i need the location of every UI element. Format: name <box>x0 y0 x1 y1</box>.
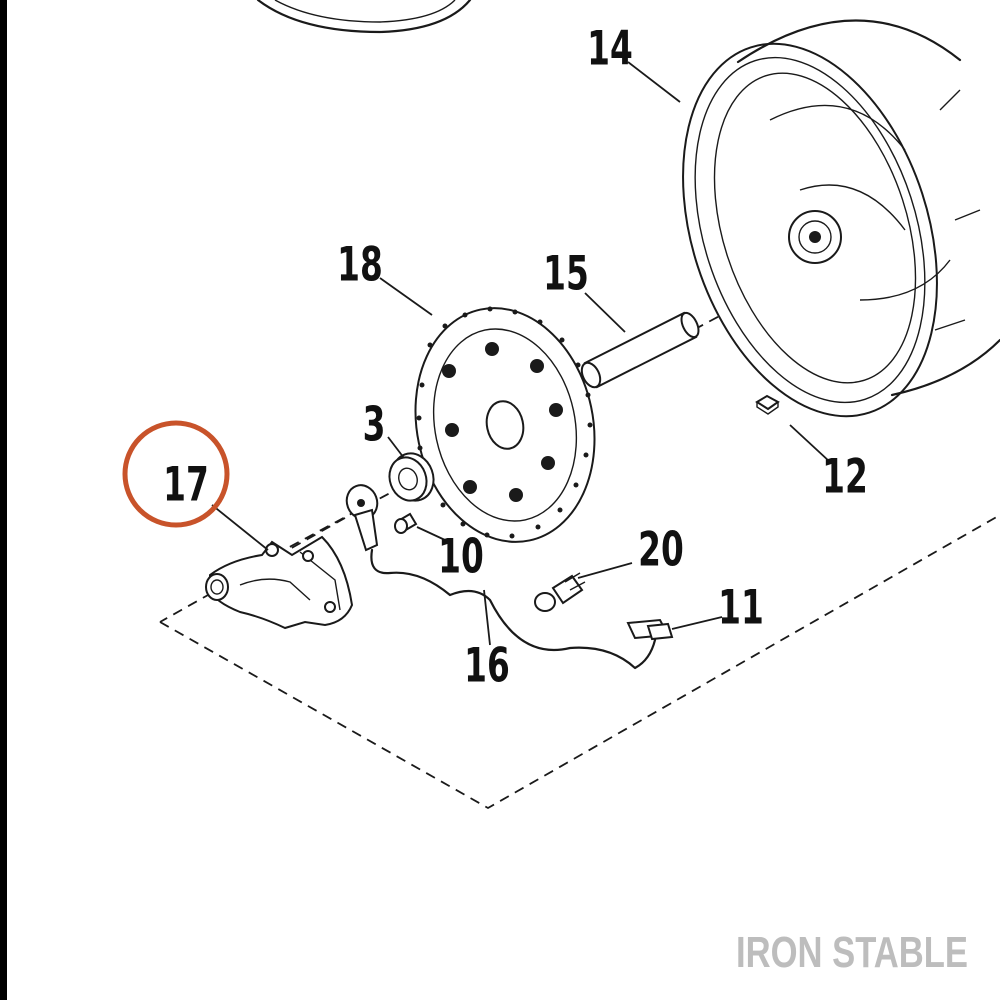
callout-labels: 14 18 15 3 17 12 10 20 11 16 <box>163 20 868 693</box>
axle <box>580 311 700 389</box>
callout-20: 20 <box>638 521 684 577</box>
callout-10: 10 <box>438 528 484 584</box>
callout-17: 17 <box>163 456 209 512</box>
left-border <box>0 0 7 1000</box>
cable-clip <box>534 572 586 612</box>
rear-wheel <box>682 19 1000 418</box>
callout-11: 11 <box>718 579 764 635</box>
leader-lines <box>211 61 831 646</box>
sensor-cable <box>370 548 657 670</box>
callout-3: 3 <box>363 396 386 452</box>
highlight-circle <box>122 420 230 528</box>
wheel-bearing <box>388 452 435 502</box>
cable-connector <box>626 618 674 641</box>
callout-18: 18 <box>337 236 383 292</box>
callout-15: 15 <box>543 245 589 301</box>
upper-tire-fragment <box>256 0 472 34</box>
callout-12: 12 <box>822 448 868 504</box>
caliper-bracket <box>205 535 354 630</box>
watermark-text: IRON STABLE <box>736 928 968 977</box>
bolt-part <box>394 512 418 534</box>
brake-rotor <box>414 306 596 543</box>
callout-16: 16 <box>464 637 510 693</box>
abs-sensor <box>345 484 379 552</box>
callout-14: 14 <box>587 20 633 76</box>
spacer-part <box>755 394 780 415</box>
